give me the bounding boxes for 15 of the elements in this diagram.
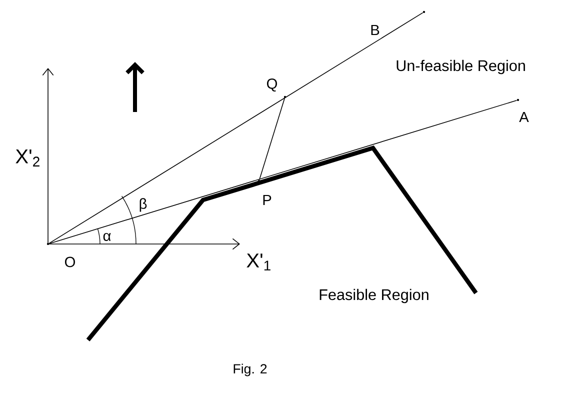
axis-label: X'$_{1}$ xyxy=(246,254,270,270)
line-segment xyxy=(48,12,424,244)
point-label: Q xyxy=(267,78,277,92)
axis-label: X'$_{2}$ xyxy=(16,150,40,166)
line-segment xyxy=(48,100,518,244)
point-label: P xyxy=(263,194,272,206)
angle-label: α xyxy=(103,232,111,241)
region-label: Feasible Region xyxy=(320,288,428,304)
angle-label: β xyxy=(140,198,147,212)
point-label: B xyxy=(371,24,380,36)
point-label: O xyxy=(65,256,75,268)
point-label: A xyxy=(519,112,529,122)
line-segment xyxy=(259,98,285,180)
region-label: Un-feasible Region xyxy=(396,60,525,74)
caption: Fig. 2 xyxy=(234,364,267,376)
